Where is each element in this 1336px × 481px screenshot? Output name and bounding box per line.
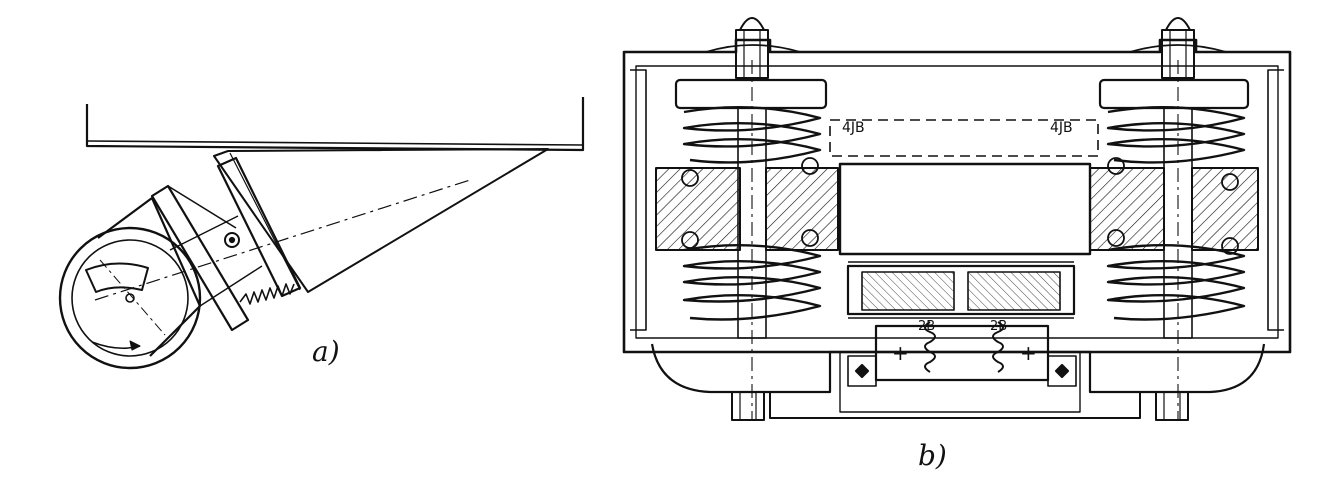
terminal-box xyxy=(874,324,1050,382)
panel-a-vibrator-mount xyxy=(58,97,585,370)
spring-icon xyxy=(239,283,295,305)
panel-b-caption: b) xyxy=(918,439,947,472)
bolt-icon xyxy=(705,17,801,79)
spring-icon xyxy=(682,106,822,321)
pivot-icon xyxy=(224,232,240,248)
bolt-icon xyxy=(1129,17,1227,79)
panel-b-electromagnetic-vibrator: + + 4JB 4JB 2B 2B xyxy=(622,17,1292,421)
lower-label-left: 2B xyxy=(918,319,935,334)
right-mass-block xyxy=(1191,167,1259,251)
spring-icon xyxy=(1106,106,1246,321)
lower-label-right: 2B xyxy=(990,319,1007,334)
spring-icon xyxy=(992,321,1004,373)
tray xyxy=(85,97,585,152)
inclined-bracket xyxy=(213,148,549,293)
spring-icon xyxy=(924,321,936,373)
upper-label-right: 4JB xyxy=(1050,120,1073,136)
mounting-plate xyxy=(216,156,302,298)
coil-label-left: + xyxy=(892,341,909,365)
eccentric-wheel-icon xyxy=(58,226,202,370)
upper-label-left: 4JB xyxy=(842,120,865,136)
eccentric-weight xyxy=(85,262,149,293)
armature xyxy=(838,162,1092,256)
center-line xyxy=(94,179,471,301)
panel-a-caption: a) xyxy=(312,335,340,368)
bolt-icon xyxy=(731,391,765,421)
coil-label-right: + xyxy=(1020,341,1037,365)
electromagnet-icon xyxy=(846,261,1076,319)
base-plate xyxy=(650,343,1266,394)
bolt-icon xyxy=(1155,391,1189,421)
